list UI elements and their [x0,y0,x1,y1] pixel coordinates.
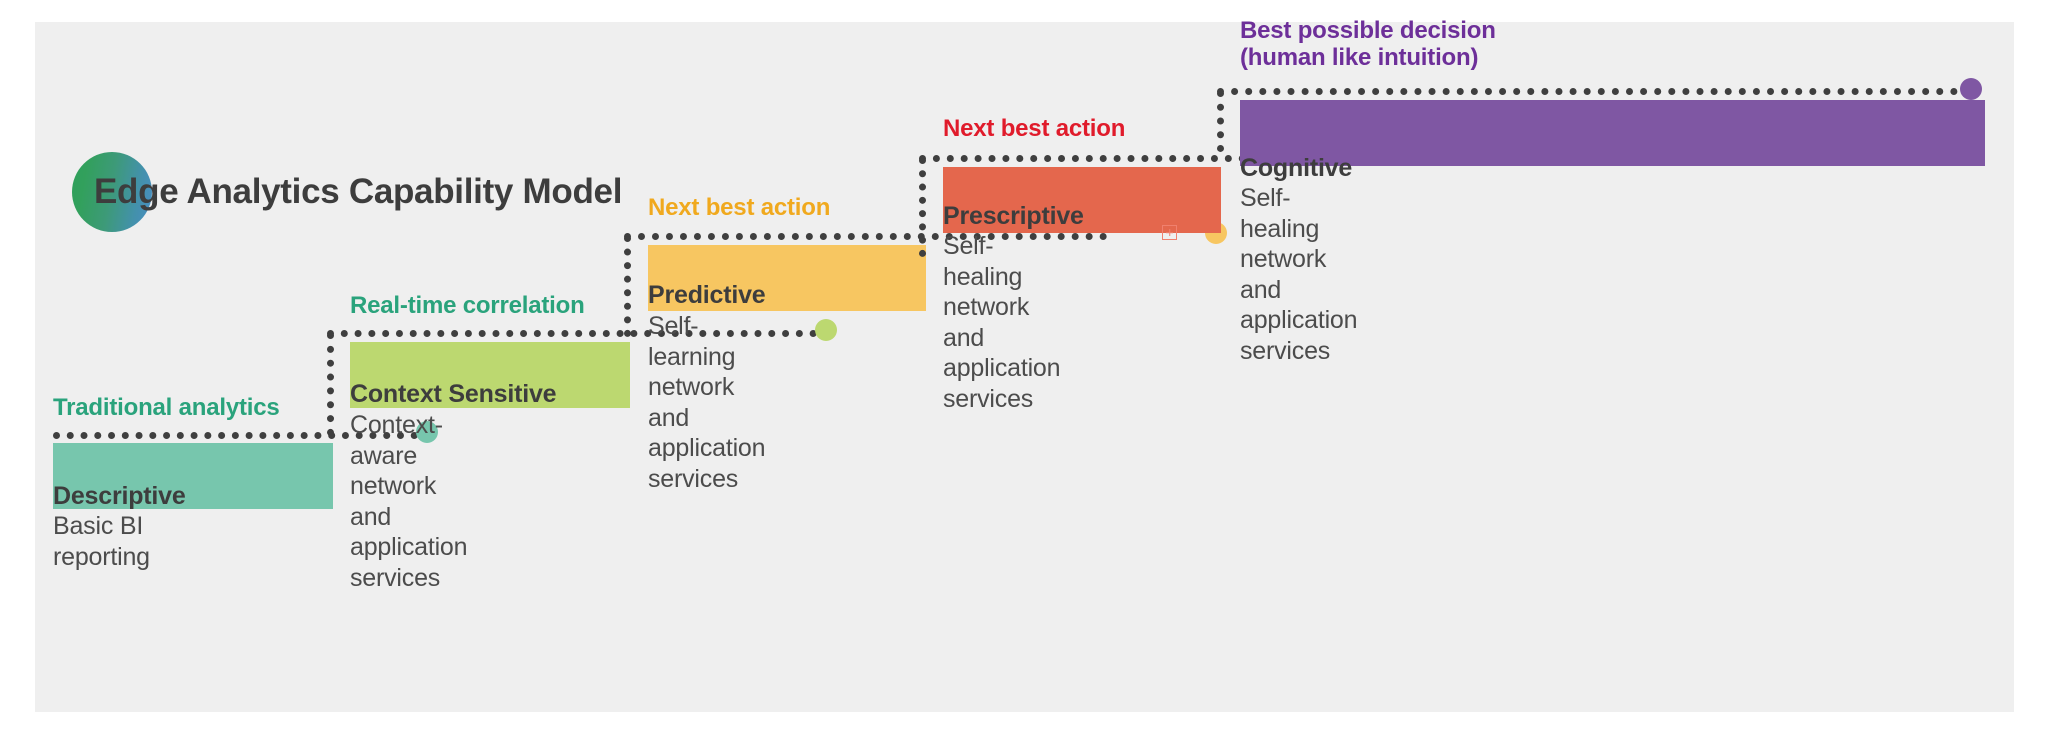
step-kicker-line: Best possible decision [1240,17,1496,44]
connector-horizontal-1 [53,432,418,439]
step-bar-cognitive [1240,100,1985,166]
logo-gradient-circle [72,152,152,232]
step-kicker-descriptive: Traditional analytics [53,394,280,421]
plus-square-icon[interactable] [1162,225,1177,240]
step-bar-descriptive [53,443,333,509]
step-desc-line: network and [350,472,437,531]
page-title: Edge Analytics Capability Model [94,172,623,211]
step-kicker-line: (human like intuition) [1240,43,1479,71]
step-desc-line: application services [943,354,1061,413]
step-bar-prescriptive [943,167,1221,233]
step-desc-line: Context-aware [350,411,443,470]
step-kicker-prescriptive: Next best action [943,115,1126,142]
step-desc-cognitive: Self-healing network and application ser… [1240,183,1358,366]
step-label-predictive: Predictive [648,281,766,309]
step-label-prescriptive: Prescriptive [943,202,1084,230]
step-desc-context-sensitive: Context-aware network and application se… [350,410,468,593]
step-desc-line: application services [1240,306,1358,365]
connector-horizontal-2 [327,330,817,337]
connector-vertical-4 [1217,90,1224,152]
connector-horizontal-4 [919,155,1399,162]
step-node-descriptive [416,421,438,443]
step-kicker-predictive: Next best action [648,194,831,221]
step-desc-line: Self-learning network and [648,312,736,432]
step-desc-line: application services [350,533,468,592]
step-label-descriptive: Descriptive [53,482,186,510]
step-desc-line: Self-healing network and [1240,184,1327,304]
step-desc-descriptive: Basic BI reporting [53,512,150,571]
step-bar-context-sensitive [350,342,630,408]
step-desc-predictive: Self-learning network and application se… [648,311,766,494]
step-desc-line: application services [648,434,766,493]
step-label-context-sensitive: Context Sensitive [350,380,557,408]
step-desc-line: Self-healing network and [943,232,1030,352]
step-node-context-sensitive [815,319,837,341]
connector-horizontal-5 [1217,88,1972,95]
diagram-canvas: Edge Analytics Capability Model Traditio… [35,17,2014,712]
step-kicker-cognitive: Best possible decision (human like intui… [1240,17,1496,72]
step-bar-predictive [648,245,926,311]
step-label-cognitive: Cognitive [1240,154,1353,182]
step-desc-prescriptive: Self-healing network and application ser… [943,231,1061,414]
diagram-title-block: Edge Analytics Capability Model [72,152,622,232]
connector-vertical-2 [624,235,631,337]
connector-vertical-1 [327,332,334,436]
step-kicker-context-sensitive: Real-time correlation [350,292,585,319]
connector-horizontal-3 [624,233,1107,240]
step-node-cognitive [1960,78,1982,100]
connector-vertical-3 [919,157,926,257]
